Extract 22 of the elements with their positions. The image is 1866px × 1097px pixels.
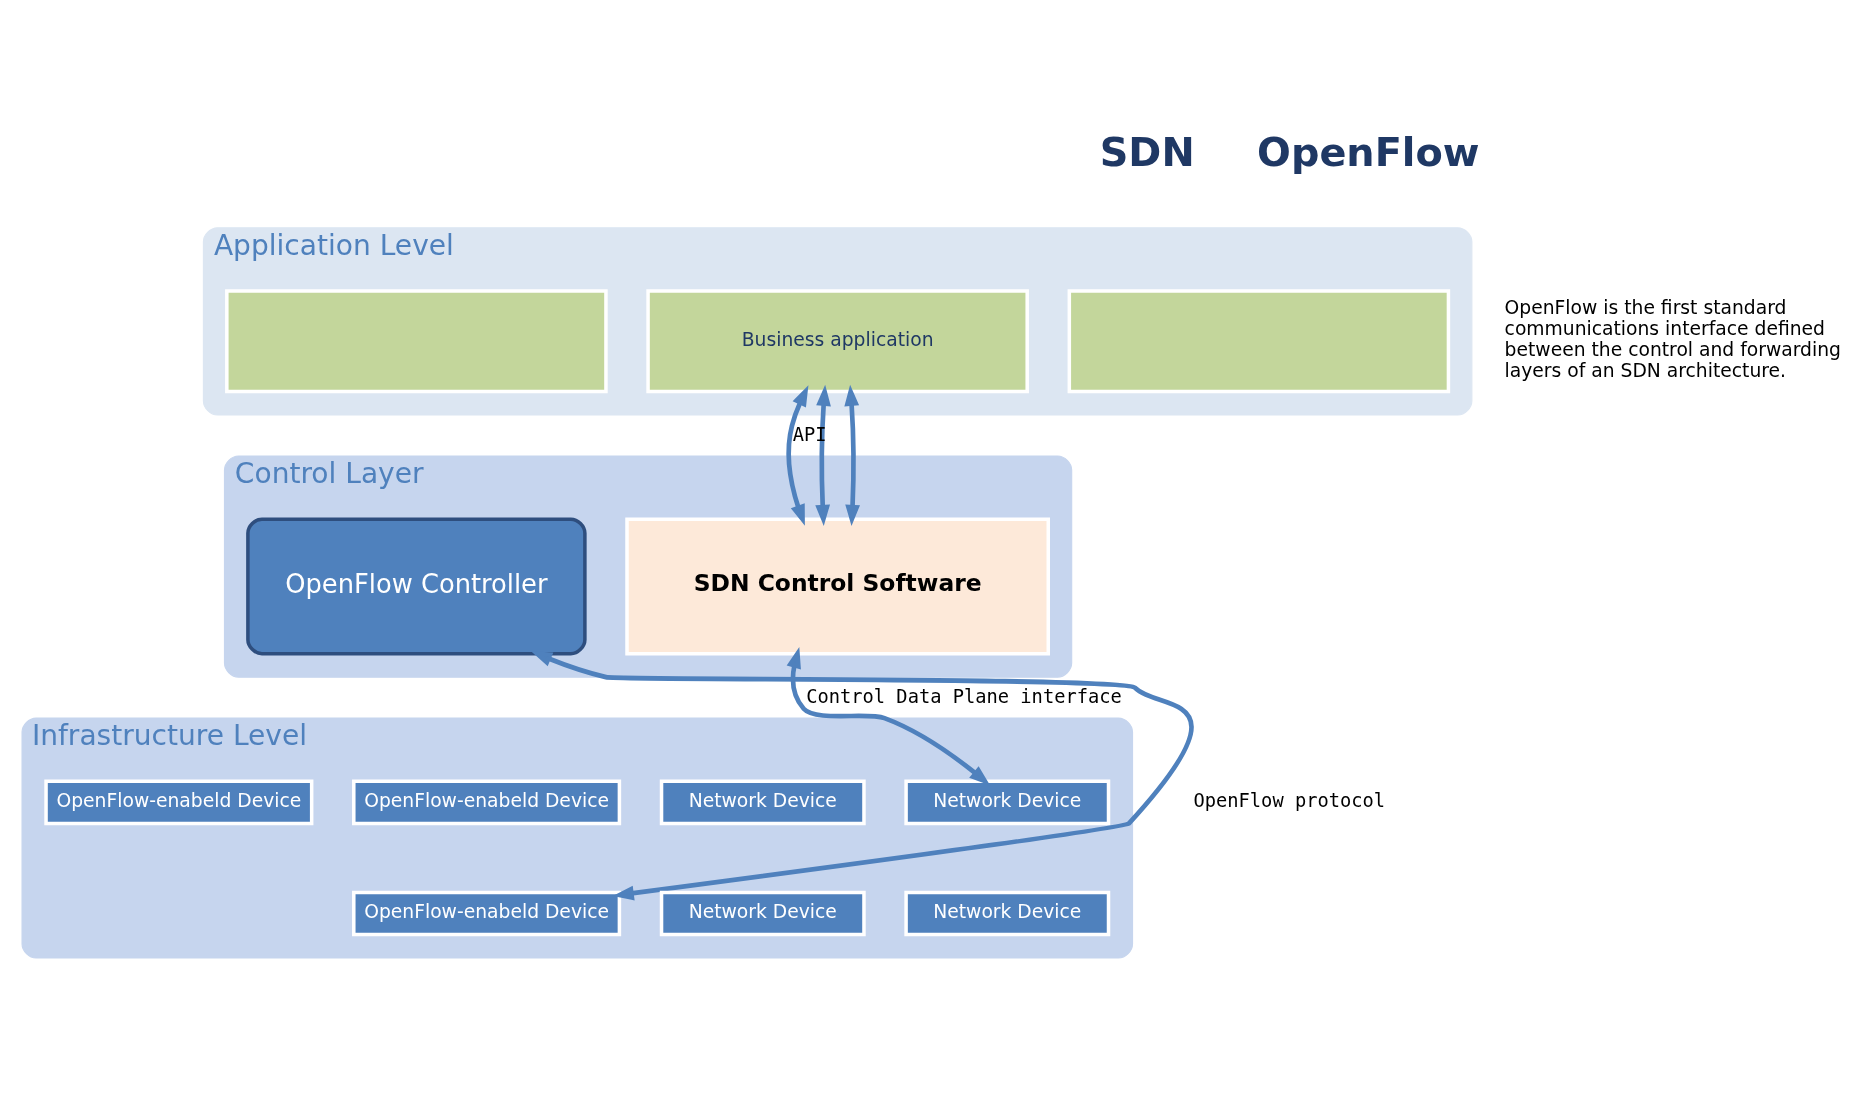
label: SDN — [1099, 128, 1195, 175]
arrow — [786, 646, 991, 785]
arrow — [786, 384, 809, 526]
node-box: Network Device — [904, 779, 1111, 825]
arrow — [531, 650, 1194, 900]
node-box — [225, 288, 608, 393]
edge-label: Control Data Plane interface — [806, 685, 1122, 707]
node-box: Network Device — [904, 890, 1111, 936]
arrow — [815, 384, 831, 526]
edge-label: OpenFlow protocol — [1193, 789, 1386, 811]
node-box: Network Device — [659, 890, 866, 936]
node-box: Network Device — [659, 779, 866, 825]
node-box: SDN Control Software — [625, 516, 1050, 655]
label: OpenFlow — [1257, 128, 1480, 175]
node-box: OpenFlow-enabeld Device — [44, 779, 314, 825]
node-box: OpenFlow-enabeld Device — [352, 779, 622, 825]
label: OpenFlow is the first standard communications interface defined between the control and forwarding layers of an SDN architecture. — [1504, 296, 1841, 381]
node-box: OpenFlow-enabeld Device — [352, 890, 622, 936]
node-box: OpenFlow Controller — [246, 516, 587, 655]
node-box — [1067, 288, 1451, 393]
node-box: Business application — [646, 288, 1029, 393]
arrow — [844, 384, 860, 526]
